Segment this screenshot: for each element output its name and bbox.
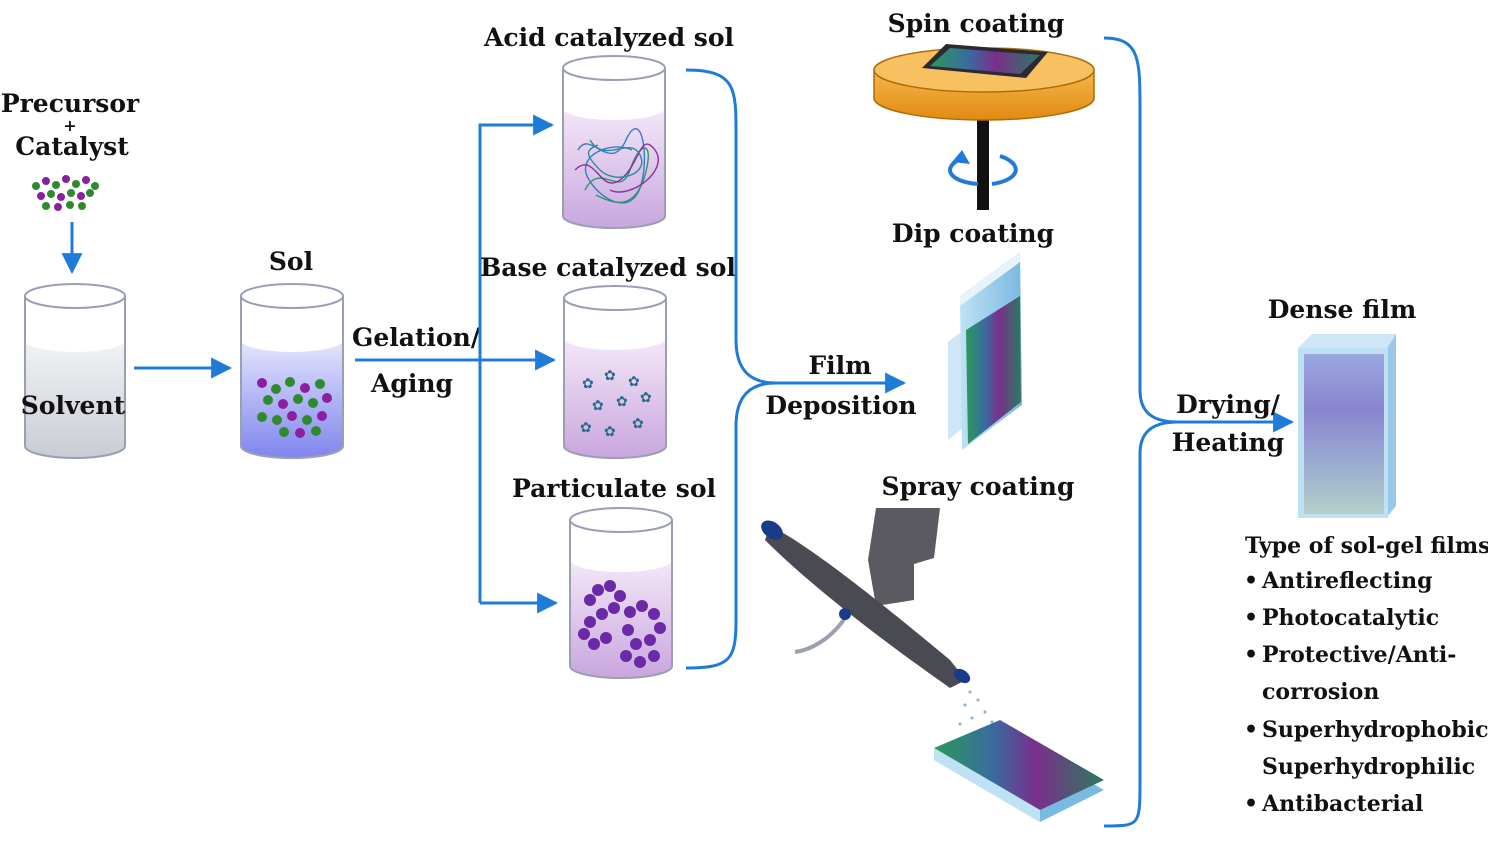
svg-text:✿: ✿ [604, 368, 616, 384]
dense-film-label: Dense film [1268, 295, 1417, 324]
film-type-item: Antireflecting [1261, 568, 1432, 594]
gelation-label: Gelation/ [352, 323, 481, 352]
spin-coating-label: Spin coating [888, 9, 1065, 38]
film-type-item: Antibacterial [1261, 791, 1423, 817]
svg-text:✿: ✿ [616, 394, 628, 410]
deposition-label: Deposition [765, 391, 916, 420]
deposition-brace [1103, 36, 1179, 828]
solvent-label: Solvent [21, 391, 126, 420]
svg-text:✿: ✿ [592, 398, 604, 414]
film-type-item: Superhydrophobic/ [1262, 717, 1488, 743]
particulate-sol-label: Particulate sol [512, 474, 716, 503]
base-sol-label: Base catalyzed sol [480, 253, 736, 282]
svg-text:✿: ✿ [580, 420, 592, 436]
spin-coater [873, 44, 1095, 210]
svg-text:✿: ✿ [582, 376, 594, 392]
film-type-item-continued: corrosion [1262, 679, 1379, 705]
film-label: Film [808, 351, 871, 380]
film-type-item-continued: Superhydrophilic [1262, 754, 1475, 780]
list-bullet: • [1244, 568, 1258, 594]
catalyst-label: Catalyst [15, 132, 129, 161]
solvent-beaker [24, 283, 126, 459]
list-bullet: • [1244, 605, 1258, 631]
sols-brace [685, 68, 777, 670]
precursor-label: Precursor [1, 89, 140, 118]
precursor-particles [32, 175, 99, 211]
sol-beaker [240, 283, 344, 459]
svg-text:✿: ✿ [640, 390, 652, 406]
base-sol-beaker: ✿✿✿ ✿✿✿ ✿✿✿ [563, 285, 667, 459]
spray-coated-substrate [934, 720, 1104, 822]
dense-film [1298, 334, 1396, 518]
heating-label: Heating [1172, 428, 1284, 457]
film-types-title: Type of sol-gel films [1245, 533, 1488, 559]
svg-text:✿: ✿ [604, 424, 616, 440]
acid-sol-beaker [562, 55, 666, 229]
gelation-branch-arrows [355, 114, 559, 614]
film-type-item: Photocatalytic [1262, 605, 1439, 631]
film-types-list: • Antireflecting • Photocatalytic • Prot… [1244, 568, 1488, 817]
plus-sign: + [63, 116, 76, 135]
film-type-item: Protective/Anti- [1262, 642, 1456, 668]
spray-gun [761, 508, 971, 688]
dip-coated-substrate [948, 252, 1022, 450]
aging-label: Aging [370, 369, 453, 398]
sol-label: Sol [269, 247, 313, 276]
list-bullet: • [1244, 717, 1258, 743]
list-bullet: • [1244, 791, 1258, 817]
list-bullet: • [1244, 642, 1258, 668]
svg-text:✿: ✿ [632, 416, 644, 432]
particulate-sol-beaker [569, 507, 673, 679]
svg-text:✿: ✿ [628, 374, 640, 390]
dip-coating-label: Dip coating [892, 219, 1054, 248]
acid-sol-label: Acid catalyzed sol [483, 23, 734, 52]
spray-coating-label: Spray coating [882, 472, 1075, 501]
sol-particles [257, 377, 332, 438]
drying-label: Drying/ [1176, 390, 1281, 419]
